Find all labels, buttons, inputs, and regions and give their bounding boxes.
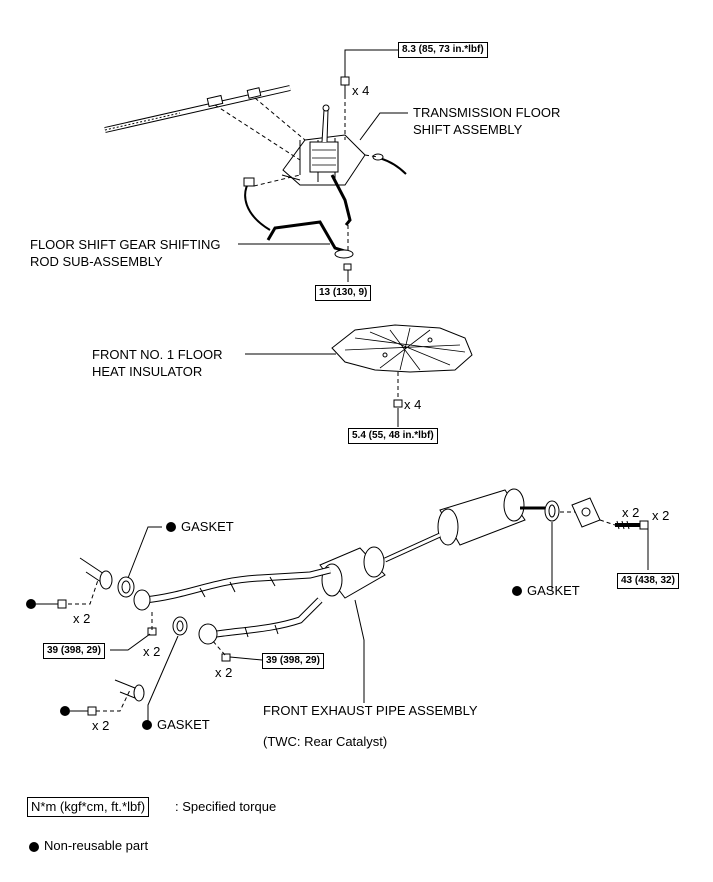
gasket-bottom-leader [147, 635, 179, 725]
shift-assembly-leader [359, 112, 408, 141]
shift-assembly-label: TRANSMISSION FLOOR SHIFT ASSEMBLY [413, 104, 560, 138]
gasket-top-label: GASKET [181, 519, 234, 534]
torque-left-bolt: 39 (398, 29) [43, 643, 105, 659]
shifting-rod-label: FLOOR SHIFT GEAR SHIFTING ROD SUB-ASSEMB… [30, 236, 220, 270]
mid-bolt-leader [229, 656, 263, 661]
qty-left-nut-bottom: x 2 [92, 718, 110, 733]
gasket-rear-hole [548, 504, 556, 518]
heat-insulator-label-line1: FRONT NO. 1 FLOOR [92, 347, 223, 362]
exhaust-pipe-label: FRONT EXHAUST PIPE ASSEMBLY [263, 703, 478, 718]
exhaust-dashed-leaders [68, 511, 616, 712]
gasket-top-leader [127, 526, 162, 579]
qty-insulator-nut: x 4 [404, 397, 422, 412]
select-cable [243, 153, 407, 231]
heat-insulator-label-line2: HEAT INSULATOR [92, 364, 203, 379]
rod-nut [343, 263, 352, 271]
shift-cable [104, 85, 291, 133]
shift-assembly-label-line1: TRANSMISSION FLOOR [413, 105, 561, 120]
gasket-upper-left-hole [121, 580, 131, 594]
gasket-bottom-label: GASKET [157, 717, 210, 732]
floor-shift-gear-shifting-rod [266, 220, 354, 259]
left-nut-bottom [87, 706, 97, 716]
insulator-nut [393, 399, 403, 408]
rear-flange [571, 497, 601, 528]
left-nut-top [57, 599, 67, 609]
muffler [437, 488, 545, 546]
catalytic-converter [319, 532, 442, 599]
gasket-upper-left [117, 576, 135, 598]
qty-mid-bolt: x 2 [215, 665, 233, 680]
non-reusable-marker-nut-top [26, 599, 36, 609]
non-reusable-marker-gasket-bottom [142, 720, 152, 730]
upper-pipe-stub [76, 554, 114, 590]
legend-torque-description: : Specified torque [175, 799, 277, 814]
twc-note: (TWC: Rear Catalyst) [263, 734, 388, 749]
non-reusable-marker-gasket-right [512, 586, 522, 596]
mid-bolt [221, 653, 231, 662]
legend-torque-unit-box: N*m (kgf*cm, ft.*lbf) [27, 797, 150, 817]
torque-rear-bolt: 43 (438, 32) [617, 573, 679, 589]
non-reusable-marker-nut-bottom [60, 706, 70, 716]
exhaust-pipe-leader [354, 599, 365, 703]
torque-rod-nut: 13 (130, 9) [315, 285, 372, 301]
left-bolt-leader [110, 633, 151, 651]
torque-mid-bolt: 39 (398, 29) [262, 653, 324, 669]
qty-rear-bolt: x 2 [652, 508, 670, 523]
gasket-right-label: GASKET [527, 583, 580, 598]
front-no-1-floor-heat-insulator [331, 324, 473, 373]
non-reusable-marker-gasket-top [166, 522, 176, 532]
heat-insulator-label: FRONT NO. 1 FLOOR HEAT INSULATOR [92, 346, 223, 380]
shifting-rod-label-line2: ROD SUB-ASSEMBLY [30, 254, 163, 269]
torque-insulator-nut: 5.4 (55, 48 in.*lbf) [348, 428, 438, 444]
front-exhaust-pipe-assembly [133, 566, 331, 645]
shift-bolt-leader [344, 49, 398, 77]
legend-non-reusable-text: Non-reusable part [44, 838, 149, 853]
shifting-rod-label-line1: FLOOR SHIFT GEAR SHIFTING [30, 237, 221, 252]
torque-shift-bolt: 8.3 (85, 73 in.*lbf) [398, 42, 488, 58]
gasket-lower-left-hole [176, 620, 184, 632]
lower-pipe-stub [114, 677, 145, 702]
gasket-lower-left [172, 616, 188, 636]
qty-shift-bolt: x 4 [352, 83, 370, 98]
transmission-floor-shift-assembly [281, 104, 366, 226]
qty-left-bolt: x 2 [143, 644, 161, 659]
legend-non-reusable-dot [29, 842, 39, 852]
gasket-rear [544, 500, 560, 522]
shift-assembly-label-line2: SHIFT ASSEMBLY [413, 122, 523, 137]
shift-bolt [340, 76, 350, 95]
rear-spring-bolt [615, 520, 649, 530]
shift-leader-lines [214, 95, 379, 258]
qty-left-nut-top: x 2 [73, 611, 91, 626]
qty-rear-nut: x 2 [622, 505, 640, 520]
